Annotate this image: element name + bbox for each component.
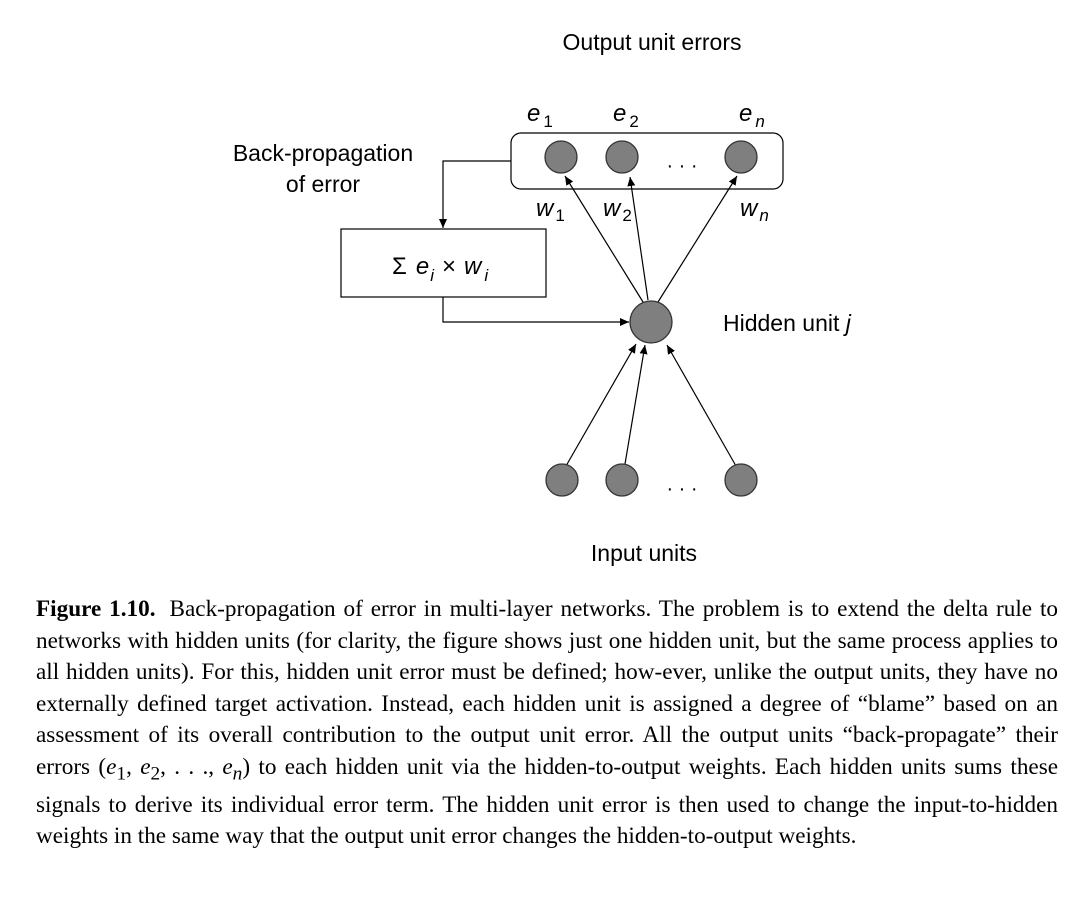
figure-caption: Figure 1.10.Back-propagation of error in… bbox=[36, 594, 1058, 853]
caption-text-part2: ) to each hidden unit via the hidden-to-… bbox=[36, 753, 1059, 850]
caption-e1-sub: 1 bbox=[116, 763, 127, 785]
hidden-to-output-arrow-n bbox=[657, 175, 738, 303]
output-node-2 bbox=[605, 140, 639, 174]
caption-e2-sub: 2 bbox=[150, 763, 161, 785]
caption-en: e bbox=[222, 753, 233, 780]
hidden-node bbox=[629, 300, 673, 344]
input-to-hidden-arrow-1 bbox=[565, 343, 637, 467]
input-node-2 bbox=[605, 463, 639, 497]
caption-text-part1: Back-propagation of error in multi-layer… bbox=[36, 596, 1058, 780]
hidden-to-output-arrow-2 bbox=[627, 176, 649, 301]
caption-en-sub: n bbox=[232, 763, 243, 785]
backprop-arrow bbox=[439, 160, 511, 228]
caption-comma: , bbox=[126, 753, 141, 780]
caption-e1: e bbox=[106, 753, 117, 780]
backprop-label-line2: of error bbox=[286, 171, 360, 197]
input-to-hidden-arrow-2 bbox=[624, 344, 648, 465]
output-errors-title: Output unit errors bbox=[563, 29, 742, 55]
output-node-n bbox=[724, 140, 758, 174]
input-node-1 bbox=[545, 463, 579, 497]
input-to-hidden-arrow-n bbox=[666, 344, 737, 467]
output-node-1 bbox=[544, 140, 578, 174]
caption-ellipsis: , . . ., bbox=[160, 753, 223, 780]
output-ellipsis: · · · bbox=[666, 155, 697, 177]
backprop-label-line1: Back-propagation bbox=[233, 140, 413, 166]
caption-e2: e bbox=[140, 753, 151, 780]
input-node-n bbox=[724, 463, 758, 497]
input-ellipsis: · · · bbox=[666, 478, 697, 500]
hidden-unit-label: Hidden unit j bbox=[723, 310, 852, 336]
input-units-title: Input units bbox=[591, 540, 697, 566]
hidden-to-output-arrow-1 bbox=[564, 175, 644, 303]
figure-label: Figure 1.10. bbox=[36, 596, 156, 622]
sum-to-hidden-arrow bbox=[442, 297, 629, 326]
